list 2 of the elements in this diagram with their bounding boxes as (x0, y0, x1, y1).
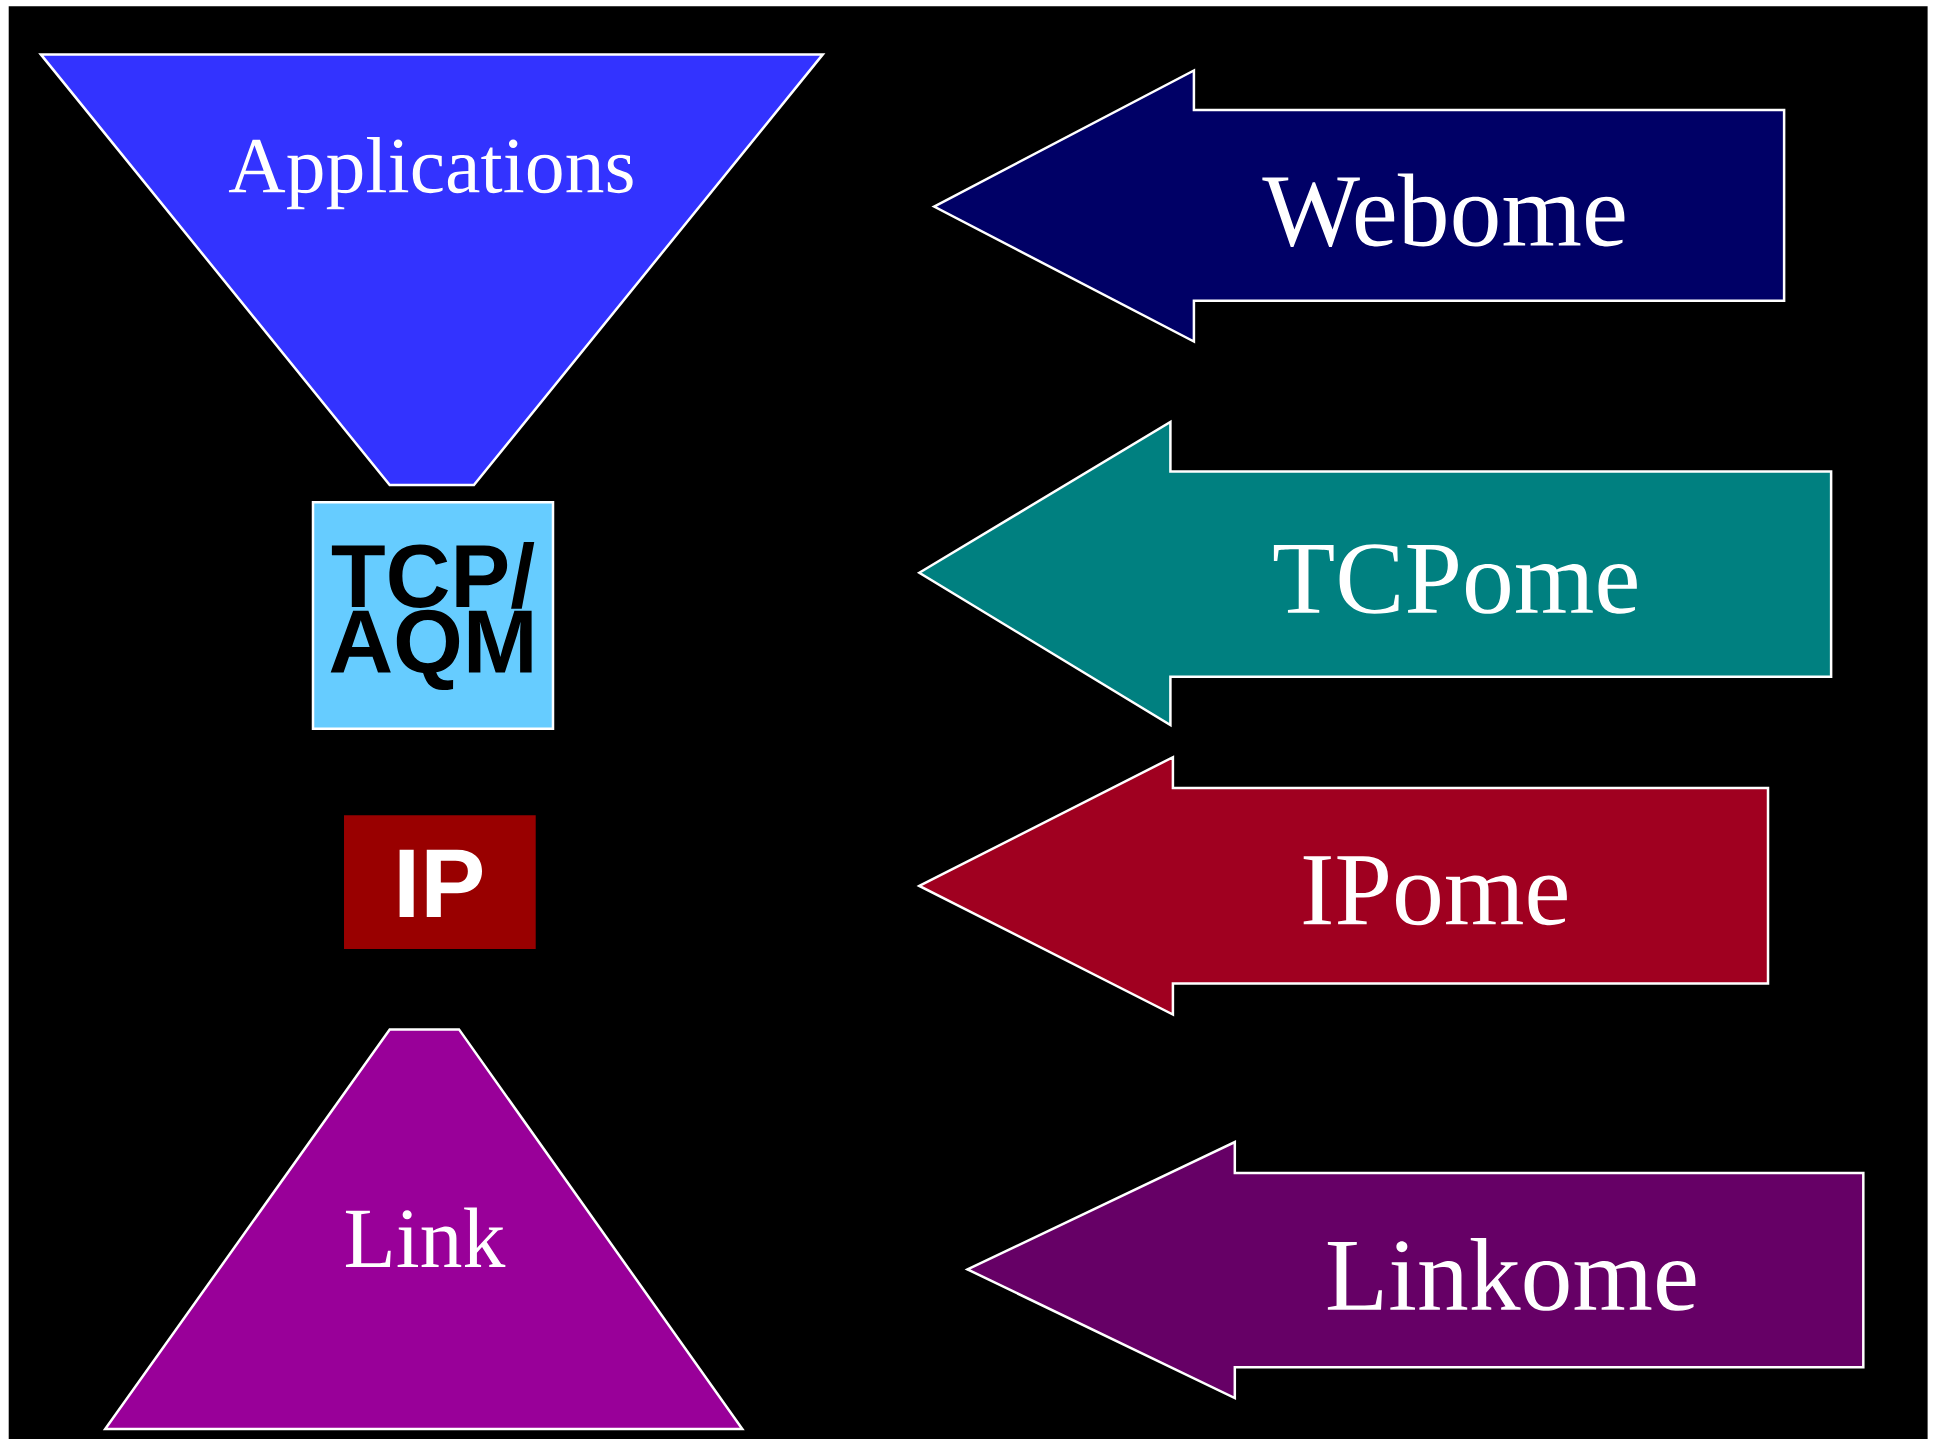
layer-box: IP (344, 815, 536, 949)
layer-box: TCP/ AQM (311, 501, 555, 730)
